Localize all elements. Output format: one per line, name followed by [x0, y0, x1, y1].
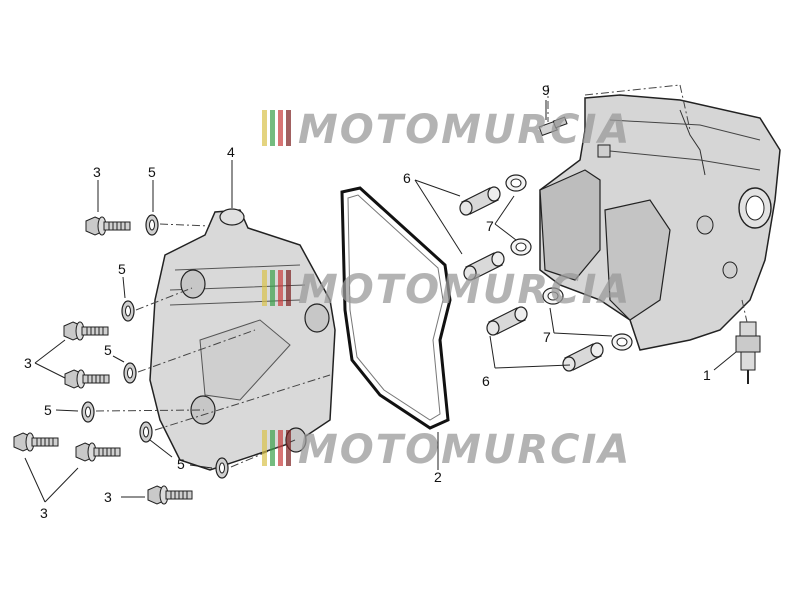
callout-9: 9 [542, 82, 550, 98]
washer-part-5-d [81, 401, 95, 423]
callout-3: 3 [93, 164, 101, 180]
bolt-part-3-f [147, 485, 193, 505]
bolt-part-3-c [64, 369, 110, 389]
leader-lines [24, 100, 737, 503]
callout-5: 5 [177, 456, 185, 472]
watermark-stripe [262, 110, 267, 146]
watermark-top: MOTOMURCIA [262, 107, 631, 153]
spark-plug [735, 321, 761, 384]
watermark-stripe [270, 430, 275, 466]
watermark-stripe [270, 270, 275, 306]
watermark-stripe [270, 110, 275, 146]
callout-7: 7 [543, 329, 551, 345]
callout-2: 2 [434, 469, 442, 485]
ring-part-7-b [510, 238, 532, 256]
callout-7: 7 [486, 218, 494, 234]
cylinder-head [539, 94, 781, 351]
watermark-stripe [262, 270, 267, 306]
callout-4: 4 [227, 144, 235, 160]
washer-part-5-e [139, 421, 153, 443]
bolt-part-3-e [75, 442, 121, 462]
bushing-part-6-a [459, 186, 501, 216]
gasket [340, 186, 452, 430]
callout-6: 6 [482, 373, 490, 389]
washer-part-5-b [121, 300, 135, 322]
callout-5: 5 [148, 164, 156, 180]
watermark-stripe [278, 430, 283, 466]
watermark-stripe [286, 110, 291, 146]
callout-6: 6 [403, 170, 411, 186]
callout-labels: 3 5 4 5 3 5 5 3 3 5 6 7 7 6 2 9 1 [24, 82, 711, 521]
watermark-text: MOTOMURCIA [298, 267, 631, 313]
watermark-bottom: MOTOMURCIA [262, 427, 631, 473]
bushing-part-6-d [562, 342, 604, 372]
washer-part-5-a [145, 214, 159, 236]
washer-part-5-c [123, 362, 137, 384]
watermark-stripe [278, 270, 283, 306]
callout-5: 5 [44, 402, 52, 418]
bolt-part-3-b [63, 321, 109, 341]
callout-3: 3 [24, 355, 32, 371]
watermark-text: MOTOMURCIA [298, 107, 631, 153]
watermark-middle: MOTOMURCIA [262, 267, 631, 313]
washer-part-5-f [215, 457, 229, 479]
watermark-stripe [286, 270, 291, 306]
watermark-text: MOTOMURCIA [298, 427, 631, 473]
callout-3: 3 [104, 489, 112, 505]
stud-part-9 [538, 116, 568, 137]
bolt-part-3-d [13, 432, 59, 452]
watermark-stripe [278, 110, 283, 146]
callout-3: 3 [40, 505, 48, 521]
callout-1: 1 [703, 367, 711, 383]
ring-part-7-d [611, 333, 633, 351]
watermark-stripe [286, 430, 291, 466]
callout-5: 5 [118, 261, 126, 277]
bolt-part-3-a [85, 216, 131, 236]
watermark-stripe [262, 430, 267, 466]
callout-5: 5 [104, 342, 112, 358]
ring-part-7-a [505, 174, 527, 192]
